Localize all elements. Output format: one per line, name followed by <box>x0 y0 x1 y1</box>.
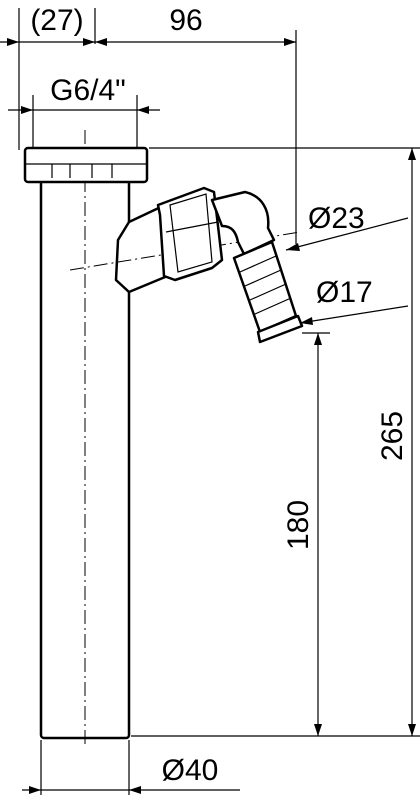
union-nut-line <box>165 221 219 233</box>
extension-lines <box>18 8 420 795</box>
dim-outlet-inner: Ø17 <box>299 276 409 325</box>
barb-ring-1 <box>239 255 277 273</box>
leader-17 <box>299 305 409 324</box>
arrow-96-left <box>95 38 107 46</box>
arrow-265-bottom <box>408 724 416 736</box>
arrow-23 <box>286 243 300 251</box>
dim-outlet-height: 180 <box>282 333 322 736</box>
arrow-thread-right <box>137 106 149 114</box>
hose-barb <box>232 240 298 334</box>
dim-17-label: Ø17 <box>316 276 373 309</box>
dim-pipe-diameter: Ø40 <box>22 754 240 794</box>
union-nut <box>156 186 224 282</box>
coupling-nut-ridges <box>51 164 113 178</box>
dim-total-height: 265 <box>376 148 416 736</box>
arrow-96-right <box>284 38 296 46</box>
arrow-265-top <box>408 148 416 160</box>
dim-40-label: Ø40 <box>162 754 219 787</box>
leader-23 <box>285 217 409 251</box>
arrow-180-bottom <box>314 724 322 736</box>
dim-27-label: (27) <box>30 4 83 37</box>
dim-23-label: Ø23 <box>308 202 365 235</box>
dim-outlet-outer: Ø23 <box>285 202 409 251</box>
arrow-27-left <box>7 38 19 46</box>
dim-thread-label: G6/4" <box>50 74 126 107</box>
arrow-180-top <box>314 333 322 345</box>
arrow-27-right <box>83 38 95 46</box>
branch-fitting <box>69 186 304 344</box>
arrow-17 <box>300 317 313 325</box>
arrow-thread-left <box>21 106 33 114</box>
barb-ring-3 <box>249 283 287 301</box>
dim-180-label: 180 <box>282 500 315 550</box>
dim-265-label: 265 <box>376 411 409 461</box>
main-pipe <box>39 130 131 748</box>
arrow-40-right <box>129 786 141 794</box>
coupling-nut <box>23 146 149 184</box>
barb-ring-2 <box>244 269 282 287</box>
dim-96-label: 96 <box>169 4 202 37</box>
barb-ring-4 <box>254 297 292 315</box>
union-nut-detail <box>169 193 213 273</box>
coupling-nut-body <box>23 146 149 184</box>
barb-tip <box>256 314 304 344</box>
dim-top: (27) 96 <box>0 4 296 46</box>
arrow-40-left <box>29 786 41 794</box>
dim-thread: G6/4" <box>8 74 160 114</box>
